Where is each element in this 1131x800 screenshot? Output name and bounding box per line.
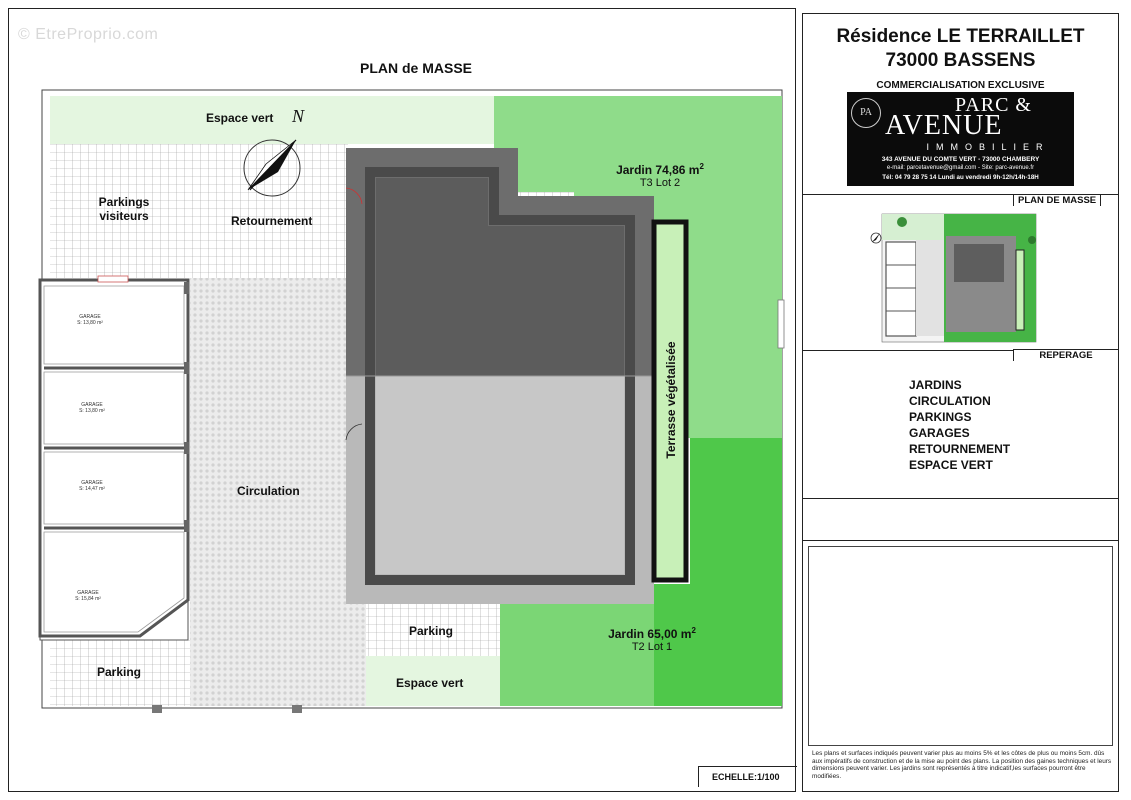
watermark-text: © EtreProprio.com bbox=[18, 26, 159, 43]
logo-line3: IMMOBILIER bbox=[926, 142, 1050, 152]
garage-3-surface: S: 14,47 m² bbox=[79, 486, 105, 492]
jardin-lot2-sup: 2 bbox=[699, 162, 704, 171]
garage-1-label: GARAGE S: 13,80 m² bbox=[60, 314, 120, 326]
logo-initials-emblem: PA bbox=[851, 98, 881, 128]
garage-1-name: GARAGE bbox=[79, 314, 101, 320]
echelle-box bbox=[698, 766, 797, 787]
residence-ville: 73000 BASSENS bbox=[885, 50, 1036, 71]
espace-vert-bottom-area bbox=[366, 656, 500, 706]
legend-item-jardins: JARDINS bbox=[909, 378, 962, 392]
parkings-visiteurs-line2: visiteurs bbox=[99, 209, 149, 223]
legend-item-retournement: RETOURNEMENT bbox=[909, 442, 1011, 456]
parking-bottom-mid-label: Parking bbox=[409, 624, 454, 638]
espace-vert-bottom-label: Espace vert bbox=[396, 676, 464, 690]
parkings-visiteurs-line1: Parkings bbox=[98, 195, 150, 209]
legend-item-parkings: PARKINGS bbox=[909, 410, 972, 424]
logo-line1: PARC & bbox=[955, 94, 1032, 116]
garage-2-surface: S: 13,80 m² bbox=[79, 408, 105, 414]
terrasse-label: Terrasse végétalisée bbox=[664, 341, 678, 459]
jardin-lot1-surface: Jardin 65,00 m bbox=[608, 627, 692, 641]
espace-vert-top-area bbox=[50, 96, 494, 144]
garage-3-label: GARAGE S: 14,47 m² bbox=[62, 480, 122, 492]
legend-item-garages: GARAGES bbox=[909, 426, 970, 440]
terrasse-vegetalisee bbox=[651, 219, 689, 583]
jardin-lot2-surface: Jardin 74,86 m bbox=[616, 163, 700, 177]
circulation-area bbox=[190, 278, 366, 706]
garage-4-name: GARAGE bbox=[77, 590, 99, 596]
logo-tel: Tél: 04 79 28 75 14 Lundi au vendredi 9h… bbox=[882, 174, 1039, 181]
logo-contact: e-mail: parcetavenue@gmail.com - Site: p… bbox=[886, 165, 1035, 171]
circulation-label: Circulation bbox=[237, 484, 300, 498]
right-panel-frame bbox=[802, 13, 1119, 792]
echelle-label: ECHELLE:1/100 bbox=[712, 772, 780, 782]
legend-item-circulation: CIRCULATION bbox=[909, 394, 991, 408]
garage-4-label: GARAGE S: 15,84 m² bbox=[58, 590, 118, 602]
notes-box bbox=[808, 546, 1113, 746]
parking-bottom-mid-area bbox=[366, 604, 500, 656]
legend-list: JARDINS CIRCULATION PARKINGS GARAGES RET… bbox=[909, 377, 1010, 473]
disclaimer-text: Les plans et surfaces indiqués peuvent v… bbox=[812, 750, 1112, 780]
panel-divider-1 bbox=[802, 194, 1119, 195]
north-arrow-icon bbox=[243, 139, 301, 197]
garage-4-surface: S: 15,84 m² bbox=[75, 596, 101, 602]
reperage-tab: REPERAGE bbox=[1013, 349, 1119, 361]
panel-divider-2 bbox=[802, 350, 1119, 351]
panel-divider-4 bbox=[802, 540, 1119, 541]
jardin-lot1-label: Jardin 65,00 m2 T2 Lot 1 bbox=[588, 626, 716, 653]
residence-title: Résidence LE TERRAILLET bbox=[836, 26, 1085, 47]
mini-site-plan bbox=[870, 213, 1037, 343]
parking-bottom-left-label: Parking bbox=[97, 665, 142, 679]
north-label: N bbox=[292, 106, 305, 126]
garage-3-name: GARAGE bbox=[81, 480, 103, 486]
jardin-lot2-label: Jardin 74,86 m2 T3 Lot 2 bbox=[598, 162, 722, 189]
logo-line2: AVENUE bbox=[885, 110, 1003, 141]
parking-bottom-left-area bbox=[50, 640, 190, 706]
espace-vert-top-label: Espace vert bbox=[206, 111, 274, 125]
agency-logo: PA PARC & AVENUE IMMOBILIER 343 AVENUE D… bbox=[847, 92, 1074, 186]
site-plan-drawing bbox=[38, 89, 785, 713]
parkings-visiteurs-label: Parkings visiteurs bbox=[84, 195, 164, 223]
jardin-lot1-lot: T2 Lot 1 bbox=[631, 641, 673, 653]
commercialisation-label: COMMERCIALISATION EXCLUSIVE bbox=[876, 80, 1045, 91]
plan-frame bbox=[8, 8, 796, 792]
garage-2-name: GARAGE bbox=[81, 402, 103, 408]
retournement-label: Retournement bbox=[231, 214, 313, 228]
garage-1-surface: S: 13,80 m² bbox=[77, 320, 103, 326]
jardin-lot1-sup: 2 bbox=[691, 626, 696, 635]
legend-item-espace-vert: ESPACE VERT bbox=[909, 458, 993, 472]
garage-2-label: GARAGE S: 13,80 m² bbox=[62, 402, 122, 414]
panel-divider-3 bbox=[802, 498, 1119, 499]
plan-title: PLAN de MASSE bbox=[360, 60, 473, 76]
jardin-lot2-lot: T3 Lot 2 bbox=[639, 177, 681, 189]
plan-de-masse-tab: PLAN DE MASSE bbox=[1013, 194, 1102, 206]
logo-address: 343 AVENUE DU COMTE VERT - 73000 CHAMBER… bbox=[881, 156, 1040, 163]
